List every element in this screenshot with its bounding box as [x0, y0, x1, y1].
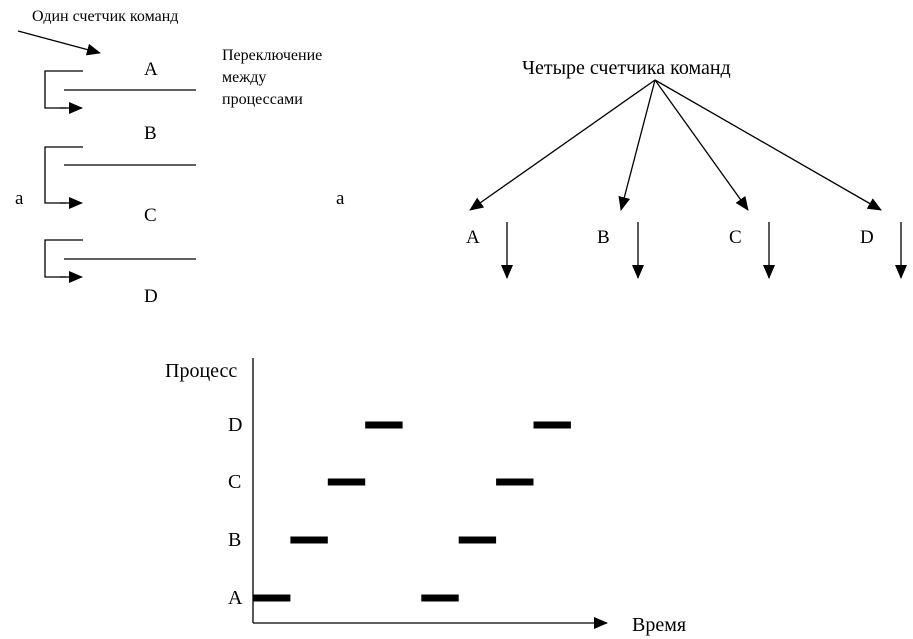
process-label-d: D	[144, 286, 158, 307]
y-axis-label: Процесс	[165, 360, 238, 382]
timeline-bar-c	[327, 478, 366, 486]
switch-bracket-3	[44, 239, 196, 283]
timeline-bar-d	[365, 421, 403, 429]
timeline-bar-c	[496, 478, 534, 486]
counter-label-d: D	[860, 227, 874, 248]
four-counters-caption: Четыре счетчика команд	[522, 57, 731, 79]
y-tick-d: D	[228, 414, 243, 436]
panel-label-middle: a	[336, 188, 345, 209]
timeline-bar-b	[458, 536, 497, 544]
process-label-c: C	[144, 205, 157, 226]
switch-bracket-2	[44, 146, 196, 209]
switch-label-line1: Переключение	[222, 47, 323, 64]
process-label-b: B	[144, 123, 157, 144]
process-label-a: A	[144, 59, 158, 80]
process-down-arrows	[501, 222, 907, 279]
single-counter-caption: Один счетчик команд	[32, 8, 179, 25]
counter-label-a: A	[466, 227, 480, 248]
switch-label-line3: процессами	[222, 91, 303, 108]
counter-label-b: B	[597, 227, 610, 248]
timeline-bars	[253, 421, 571, 602]
counter-fanout-arrows	[469, 79, 882, 211]
timeline-bar-b	[290, 536, 328, 544]
timeline-bar-d	[533, 421, 571, 429]
pointer-arrow	[17, 30, 101, 56]
panel-label-left: a	[15, 188, 24, 209]
counter-label-c: C	[729, 227, 742, 248]
timeline-bar-a	[253, 594, 291, 602]
switch-label-line2: между	[222, 69, 267, 86]
timeline-bar-a	[421, 594, 459, 602]
y-tick-a: A	[228, 587, 243, 609]
y-tick-c: C	[228, 471, 242, 493]
switch-bracket-1	[44, 70, 196, 114]
x-axis-label: Время	[632, 614, 687, 636]
y-tick-b: B	[228, 529, 242, 551]
